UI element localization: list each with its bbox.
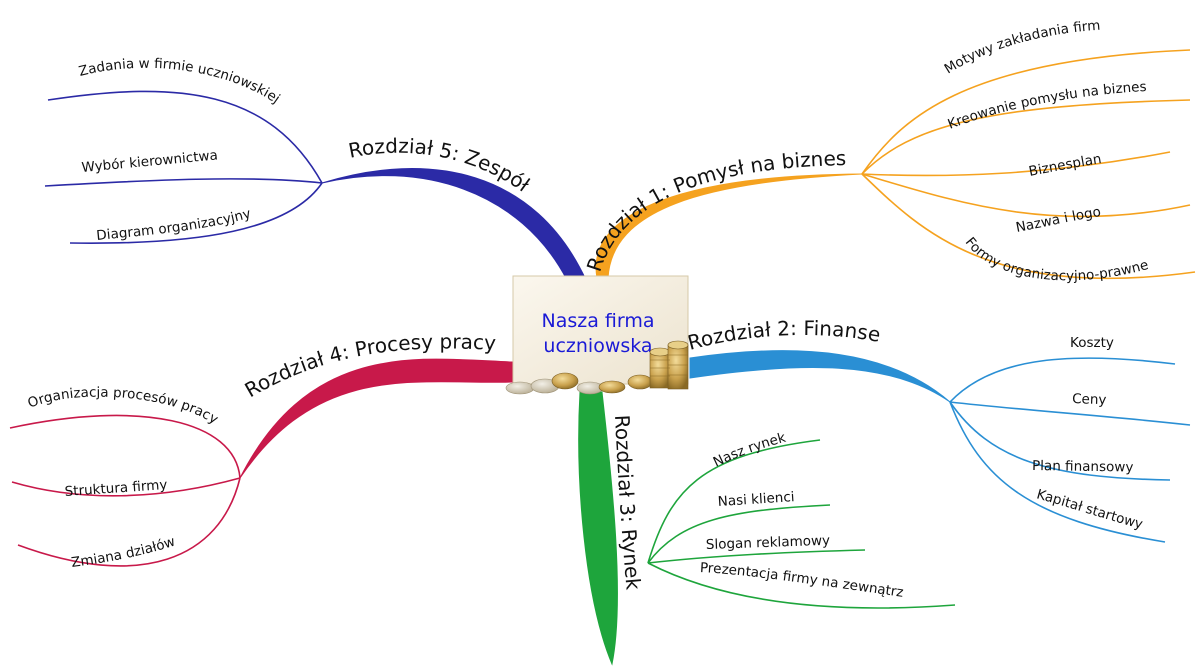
coins-illustration [505, 340, 689, 395]
branch-5-leaf-line [44, 178, 323, 187]
branch-2-item: Ceny [1072, 391, 1107, 408]
branch-4-leaf-line [11, 477, 241, 497]
branch-2-connector [689, 350, 951, 403]
branch-5-leaf-line [69, 182, 323, 244]
branch-zespol: Rozdział 5: Zespół Zadania w firmie uczn… [44, 56, 587, 281]
branch-3-connector [578, 391, 618, 666]
branch-5-item: Diagram organizacyjny [96, 206, 253, 244]
branch-3-leaf-line [647, 439, 821, 564]
branch-1-leaf-line [861, 173, 1196, 280]
branch-4-leaf-line [17, 477, 241, 567]
branch-4-leaf-line [9, 414, 241, 479]
branch-1-item: Formy organizacyjno-prawne [962, 234, 1150, 284]
branch-5-connector [321, 168, 587, 281]
branch-3-leaf-line [647, 504, 831, 564]
branch-2-leaf-line [949, 357, 1176, 403]
branch-1-title: Rozdział 1: Pomysł na biznes [582, 146, 847, 274]
branch-4-item: Struktura firmy [64, 477, 168, 500]
central-topic: Nasza firma uczniowska [505, 275, 689, 395]
branch-5-title: Rozdział 5: Zespół [346, 134, 534, 197]
branch-3-leaf-line [647, 562, 956, 609]
branch-1-connector [595, 173, 863, 279]
branch-2-item: Koszty [1070, 335, 1114, 351]
branch-3-item: Nasz rynek [711, 430, 788, 471]
branch-1-item: Biznesplan [1027, 151, 1102, 180]
branch-5-item: Zadania w firmie uczniowskiej [77, 56, 283, 107]
branch-3-item: Slogan reklamowy [706, 533, 831, 553]
branch-2-title: Rozdział 2: Finanse [685, 316, 882, 355]
branch-4-item: Organizacja procesów pracy [25, 385, 220, 428]
branch-1-item: Motywy zakładania firm [942, 18, 1101, 78]
central-title-line-1: Nasza firma [541, 310, 654, 332]
branch-2-leaf-line [949, 401, 1191, 426]
branch-5-leaf-line [47, 90, 323, 184]
branch-2-leaf-line [949, 401, 1166, 543]
branch-1-leaf-line [861, 99, 1191, 175]
branch-1-leaf-line [861, 173, 1191, 218]
branch-1-leaf-line [861, 151, 1171, 177]
branch-pomysl-na-biznes: Rozdział 1: Pomysł na biznes Motywy zakł… [582, 18, 1196, 284]
branch-2-leaf-line [949, 401, 1171, 481]
branch-3-leaf-line [647, 549, 866, 564]
branch-2-item: Plan finansowy [1032, 458, 1134, 476]
branch-rynek: Rozdział 3: Rynek Nasz rynek Nasi klienc… [578, 391, 956, 666]
branch-3-item: Prezentacja firmy na zewnątrz [700, 560, 905, 601]
branch-1-item: Nazwa i logo [1015, 204, 1103, 236]
branch-finanse: Rozdział 2: Finanse Koszty Ceny Plan fin… [685, 316, 1191, 543]
branch-1-leaf-line [861, 49, 1191, 175]
branch-procesy-pracy: Rozdział 4: Procesy pracy Organizacja pr… [9, 329, 513, 571]
branch-3-item: Nasi klienci [717, 489, 795, 510]
branch-5-item: Wybór kierownictwa [81, 147, 219, 176]
central-title-line-2: uczniowska [543, 335, 652, 357]
